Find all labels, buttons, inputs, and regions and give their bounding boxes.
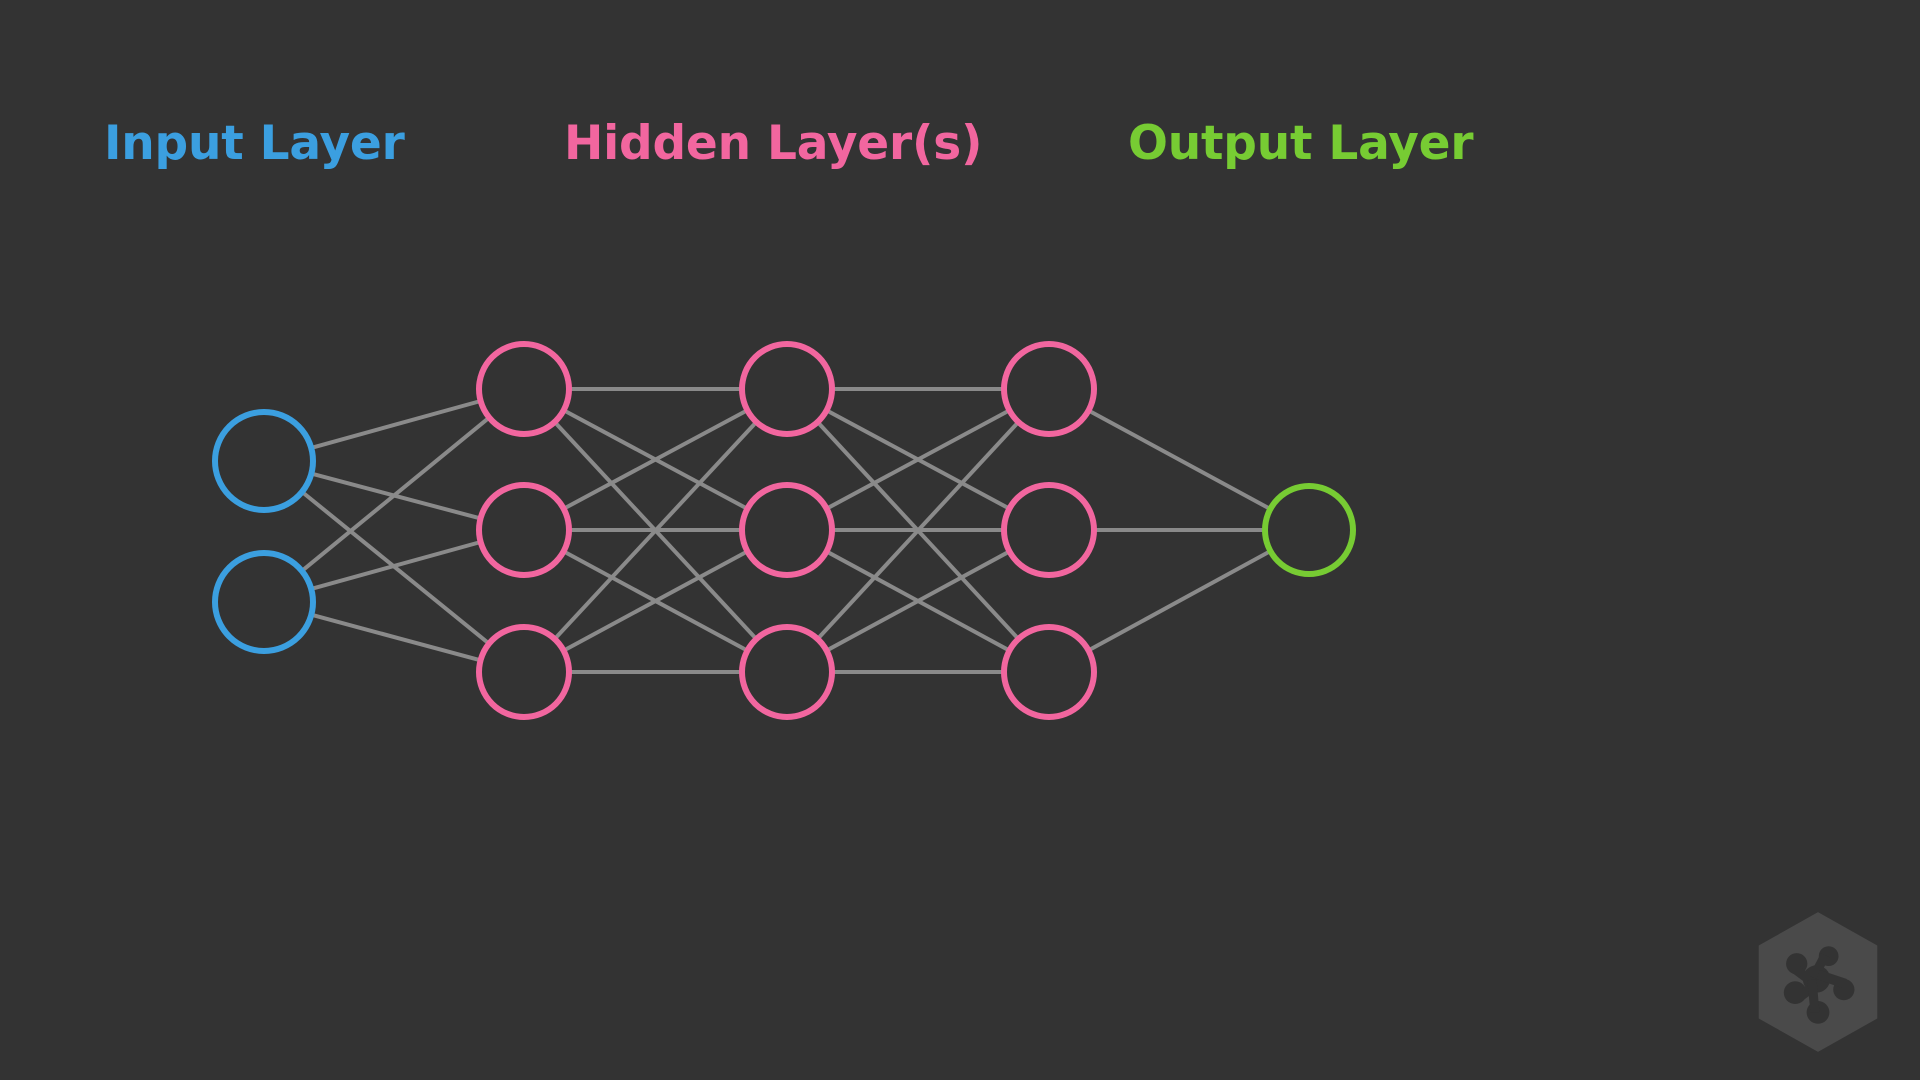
input-layer-label: Input Layer	[104, 116, 405, 171]
node-h1_3[interactable]	[476, 624, 572, 720]
edges-group	[300, 387, 1272, 674]
nodes-group	[212, 341, 1356, 720]
node-i2[interactable]	[212, 550, 316, 654]
node-o1[interactable]	[1262, 483, 1356, 577]
edge	[310, 399, 482, 450]
node-h3_1[interactable]	[1001, 341, 1097, 437]
output-layer-label: Output Layer	[1128, 116, 1474, 171]
node-h2_1[interactable]	[739, 341, 835, 437]
node-h3_2[interactable]	[1001, 482, 1097, 578]
edge	[310, 612, 482, 663]
edge	[1087, 408, 1272, 511]
edge	[825, 408, 1011, 511]
node-h1_2[interactable]	[476, 482, 572, 578]
edge	[1087, 549, 1272, 653]
edge	[825, 549, 1011, 653]
edge	[300, 490, 491, 646]
treehouse-logo-watermark	[1758, 912, 1878, 1052]
node-i1[interactable]	[212, 409, 316, 513]
watermark-splat-icon	[1783, 946, 1855, 1024]
node-h2_3[interactable]	[739, 624, 835, 720]
node-h1_1[interactable]	[476, 341, 572, 437]
edge	[310, 540, 482, 591]
edge	[562, 408, 749, 511]
node-h2_2[interactable]	[739, 482, 835, 578]
edge	[562, 549, 749, 653]
edge	[300, 415, 491, 573]
hidden-layer-label: Hidden Layer(s)	[564, 116, 983, 171]
node-h3_3[interactable]	[1001, 624, 1097, 720]
edge	[816, 420, 1020, 641]
edge	[553, 420, 758, 641]
